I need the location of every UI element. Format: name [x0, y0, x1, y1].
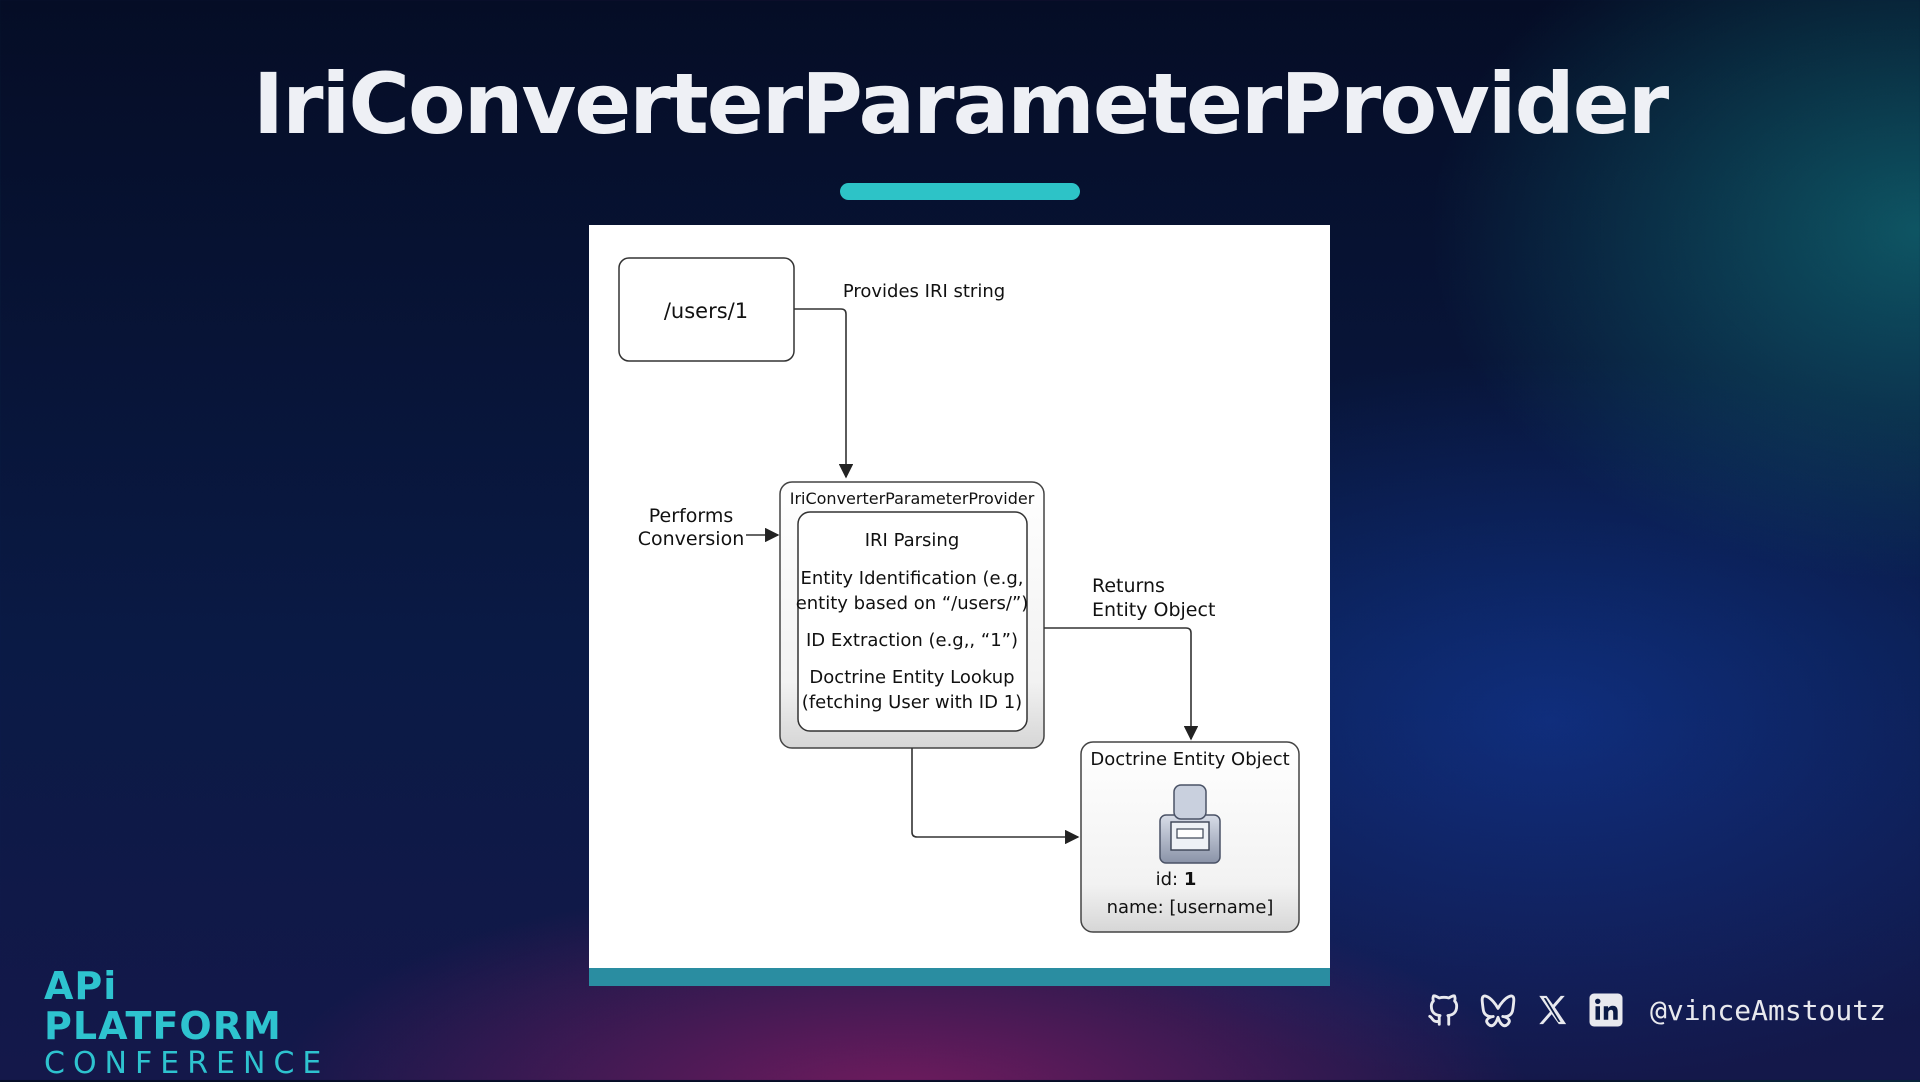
edge-provides-iri — [794, 308, 854, 479]
linkedin-icon[interactable] — [1586, 990, 1626, 1030]
edge-returns-label-1: Returns — [1092, 575, 1165, 597]
entity-record-icon — [1159, 784, 1221, 864]
provider-step-entity-identification: Entity Identification (e.g, — [801, 568, 1024, 589]
edge-lookup-to-entity — [911, 748, 1080, 845]
panel-accent-bar — [589, 968, 1330, 986]
provider-step-iri-parsing: IRI Parsing — [865, 530, 960, 551]
iri-string-label: /users/1 — [664, 299, 748, 323]
entity-id-value: 1 — [1184, 869, 1197, 890]
bluesky-icon[interactable] — [1478, 990, 1518, 1030]
logo-bottom-text: CONFERENCE — [44, 1046, 330, 1081]
x-icon[interactable] — [1532, 990, 1572, 1030]
provider-steps-box — [797, 511, 1028, 732]
entity-id-label: id: — [1156, 869, 1179, 890]
edge-returns-label-2: Entity Object — [1092, 599, 1215, 621]
provider-step-id-extraction: ID Extraction (e.g,, “1”) — [806, 630, 1018, 651]
github-icon[interactable] — [1424, 990, 1464, 1030]
diagram-panel: /users/1 Provides IRI string Performs Co… — [589, 225, 1330, 968]
edge-performs-label-1: Performs — [649, 505, 733, 527]
social-links: @vinceAmstoutz — [1424, 985, 1886, 1035]
slide-title: IriConverterParameterProvider — [252, 55, 1669, 153]
entity-title: Doctrine Entity Object — [1090, 749, 1289, 770]
provider-step-doctrine-lookup: Doctrine Entity Lookup — [809, 667, 1014, 688]
provider-title: IriConverterParameterProvider — [790, 489, 1035, 508]
title-underline — [840, 183, 1080, 200]
entity-id-field: id: 1 — [1156, 869, 1197, 890]
edge-returns-entity — [1044, 627, 1199, 741]
conference-logo: APi PLATFORM CONFERENCE — [44, 966, 344, 1082]
edge-performs-label-2: Conversion — [638, 528, 745, 550]
social-handle[interactable]: @vinceAmstoutz — [1649, 993, 1886, 1027]
provider-step-entity-identification-2: entity based on “/users/”) — [796, 593, 1029, 614]
provider-step-doctrine-lookup-2: (fetching User with ID 1) — [802, 692, 1022, 713]
logo-top-text: APi PLATFORM — [44, 964, 282, 1048]
entity-name-field: name: [username] — [1107, 897, 1274, 918]
edge-provides-label: Provides IRI string — [843, 281, 1005, 302]
flow-diagram: /users/1 Provides IRI string Performs Co… — [618, 257, 1300, 933]
